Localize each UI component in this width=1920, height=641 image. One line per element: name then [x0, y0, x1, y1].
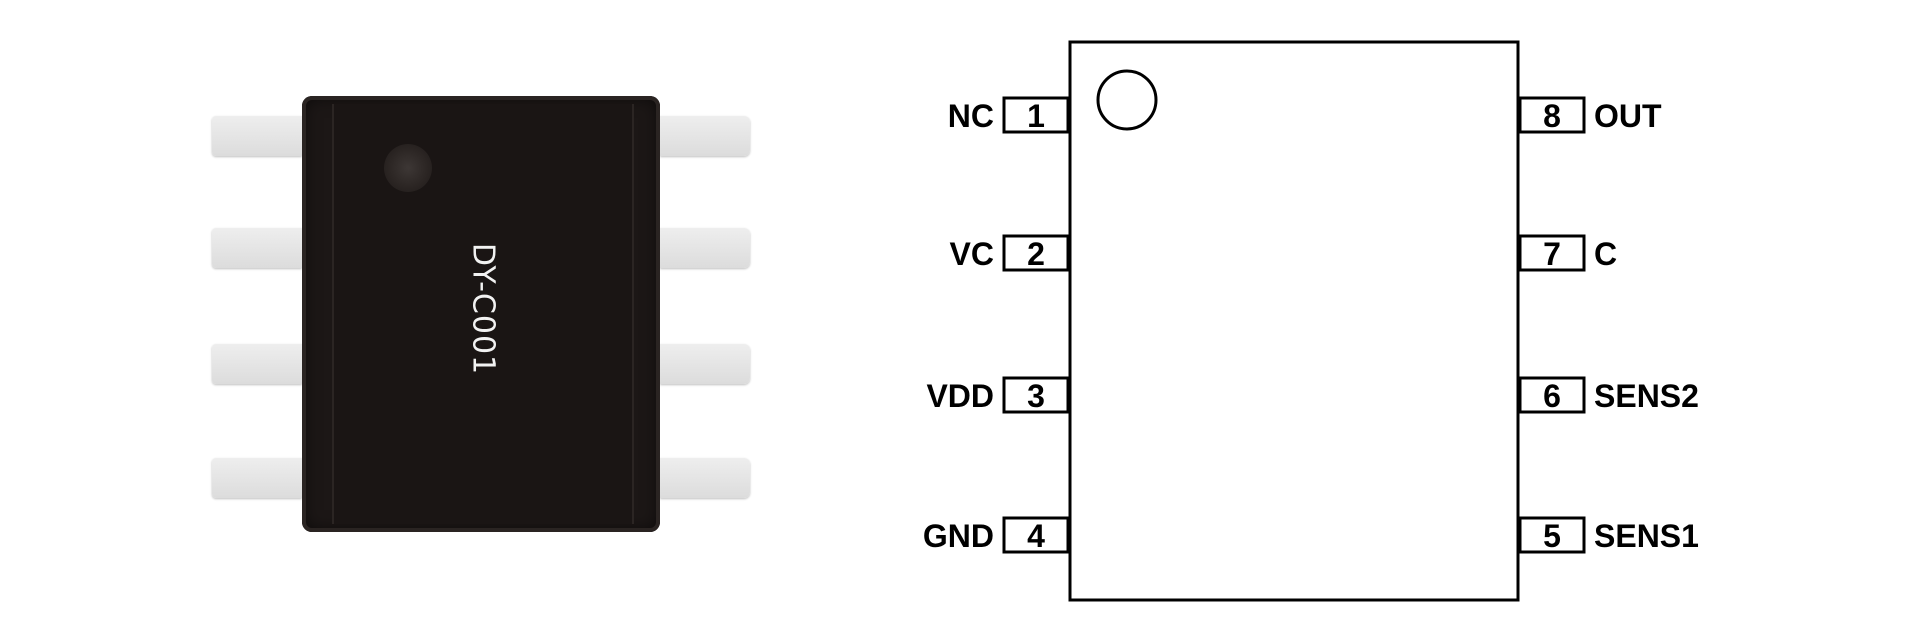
- chip-package-illustration: DY-C001: [0, 0, 800, 641]
- pin-box-2: [1002, 234, 1070, 272]
- right-pin-8: 8 OUT: [1518, 96, 1662, 134]
- pin-name-gnd: GND: [923, 518, 994, 554]
- pin-box-6: [1518, 376, 1586, 414]
- pin-box-8: [1518, 96, 1586, 134]
- chip-body: DY-C001: [302, 96, 660, 532]
- package-lead-1: [212, 116, 302, 156]
- chip-face: DY-C001: [332, 104, 634, 524]
- pin-name-out: OUT: [1594, 98, 1662, 134]
- pin-box-3: [1002, 376, 1070, 414]
- pin-number-1: 1: [1027, 98, 1045, 134]
- pin1-dot-icon: [384, 144, 432, 192]
- right-pin-5: 5 SENS1: [1518, 516, 1699, 554]
- pinout-diagram: 1 NC 2 VC 3 VDD 4 GND 8 OUT 7 C: [880, 0, 1920, 641]
- package-lead-5: [660, 458, 750, 498]
- pin-name-c: C: [1594, 236, 1617, 272]
- pin-name-vdd: VDD: [926, 378, 994, 414]
- pin-box-5: [1518, 516, 1586, 554]
- pin-number-6: 6: [1543, 378, 1561, 414]
- right-pin-6: 6 SENS2: [1518, 376, 1699, 414]
- package-lead-2: [212, 228, 302, 268]
- package-lead-4: [212, 458, 302, 498]
- package-lead-7: [660, 228, 750, 268]
- package-lead-8: [660, 116, 750, 156]
- left-pin-2: 2 VC: [950, 234, 1070, 272]
- pin-number-4: 4: [1027, 518, 1045, 554]
- right-pin-7: 7 C: [1518, 234, 1617, 272]
- left-pin-3: 3 VDD: [926, 376, 1070, 414]
- pin-number-5: 5: [1543, 518, 1561, 554]
- chip-marking-text: DY-C001: [465, 242, 501, 376]
- ic-outline: [1068, 40, 1520, 602]
- pin-number-7: 7: [1543, 236, 1561, 272]
- pin-box-7: [1518, 234, 1586, 272]
- pin-box-1: [1002, 96, 1070, 134]
- circle-icon: [1096, 69, 1158, 131]
- pin-number-2: 2: [1027, 236, 1045, 272]
- package-lead-6: [660, 344, 750, 384]
- pinout-svg: 1 NC 2 VC 3 VDD 4 GND 8 OUT 7 C: [923, 40, 1699, 602]
- left-pin-4: 4 GND: [923, 516, 1070, 554]
- pin-name-sens1: SENS1: [1594, 518, 1699, 554]
- pin-name-nc: NC: [948, 98, 994, 134]
- pin-name-sens2: SENS2: [1594, 378, 1699, 414]
- pin-name-vc: VC: [950, 236, 994, 272]
- pin-box-4: [1002, 516, 1070, 554]
- pin-number-3: 3: [1027, 378, 1045, 414]
- package-lead-3: [212, 344, 302, 384]
- pin-number-8: 8: [1543, 98, 1561, 134]
- left-pin-1: 1 NC: [948, 96, 1070, 134]
